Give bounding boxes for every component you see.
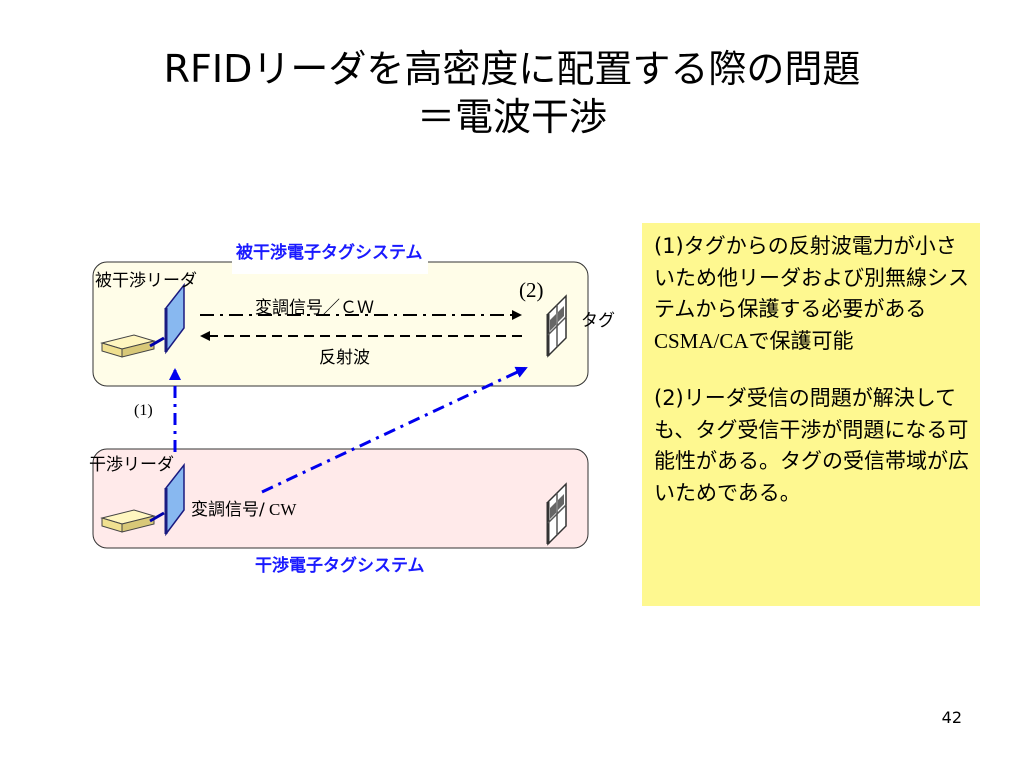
marker-1: (1) (134, 402, 153, 419)
interference-path-2-arrow (261, 366, 528, 494)
victim-reader-label: 被干渉リーダ (95, 271, 197, 291)
victim-reader-cable (149, 336, 165, 348)
note-1-text: タグからの反射波電力が小さいため他リーダおよび別無線システムから保護する必要があ… (654, 234, 969, 321)
note-2-prefix: (2) (654, 386, 684, 410)
notes-box: (1)タグからの反射波電力が小さいため他リーダおよび別無線システムから保護する必… (642, 223, 980, 606)
victim-label-backdrop (232, 236, 428, 274)
interfering-system-label: 干渉電子タグシステム (255, 556, 425, 576)
tag-label: タグ (581, 311, 615, 331)
slide-title-line1: RFIDリーダを高密度に配置する際の問題 (163, 47, 861, 91)
forward-signal-label: 変調信号／ＣＷ (255, 298, 374, 318)
interfering-system-box (92, 448, 589, 549)
victim-system-label: 被干渉電子タグシステム (236, 243, 423, 263)
slide-title-line2: ＝電波干渉 (416, 95, 607, 139)
victim-tag (546, 294, 567, 358)
interfering-signal-label-cw: CW (264, 500, 297, 519)
reflected-wave-label: 反射波 (319, 348, 370, 368)
interfering-reader-device (100, 509, 156, 533)
interfering-signal-label-jp: 変調信号/ (191, 500, 265, 520)
page-number: 42 (941, 708, 962, 727)
note-1: (1)タグからの反射波電力が小さいため他リーダおよび別無線システムから保護する必… (654, 231, 970, 357)
note-1-prefix: (1) (654, 234, 684, 258)
interfering-signal-label: 変調信号/ CW (191, 495, 296, 520)
note-2: (2)リーダ受信の問題が解決しても、タグ受信干渉が問題になる可能性がある。タグの… (654, 383, 970, 509)
interfering-reader-cable (149, 511, 165, 523)
interference-diagram (92, 236, 589, 549)
victim-reader-device (100, 334, 156, 358)
note-1-text-b: で保護可能 (748, 328, 854, 353)
note-1-csma: CSMA/CA (654, 328, 749, 353)
note-2-text: リーダ受信の問題が解決しても、タグ受信干渉が問題になる可能性がある。タグの受信帯… (654, 386, 969, 505)
interfering-reader-label: 干渉リーダ (89, 455, 174, 475)
interfering-tag (546, 482, 567, 546)
marker-2: (2) (519, 278, 544, 302)
